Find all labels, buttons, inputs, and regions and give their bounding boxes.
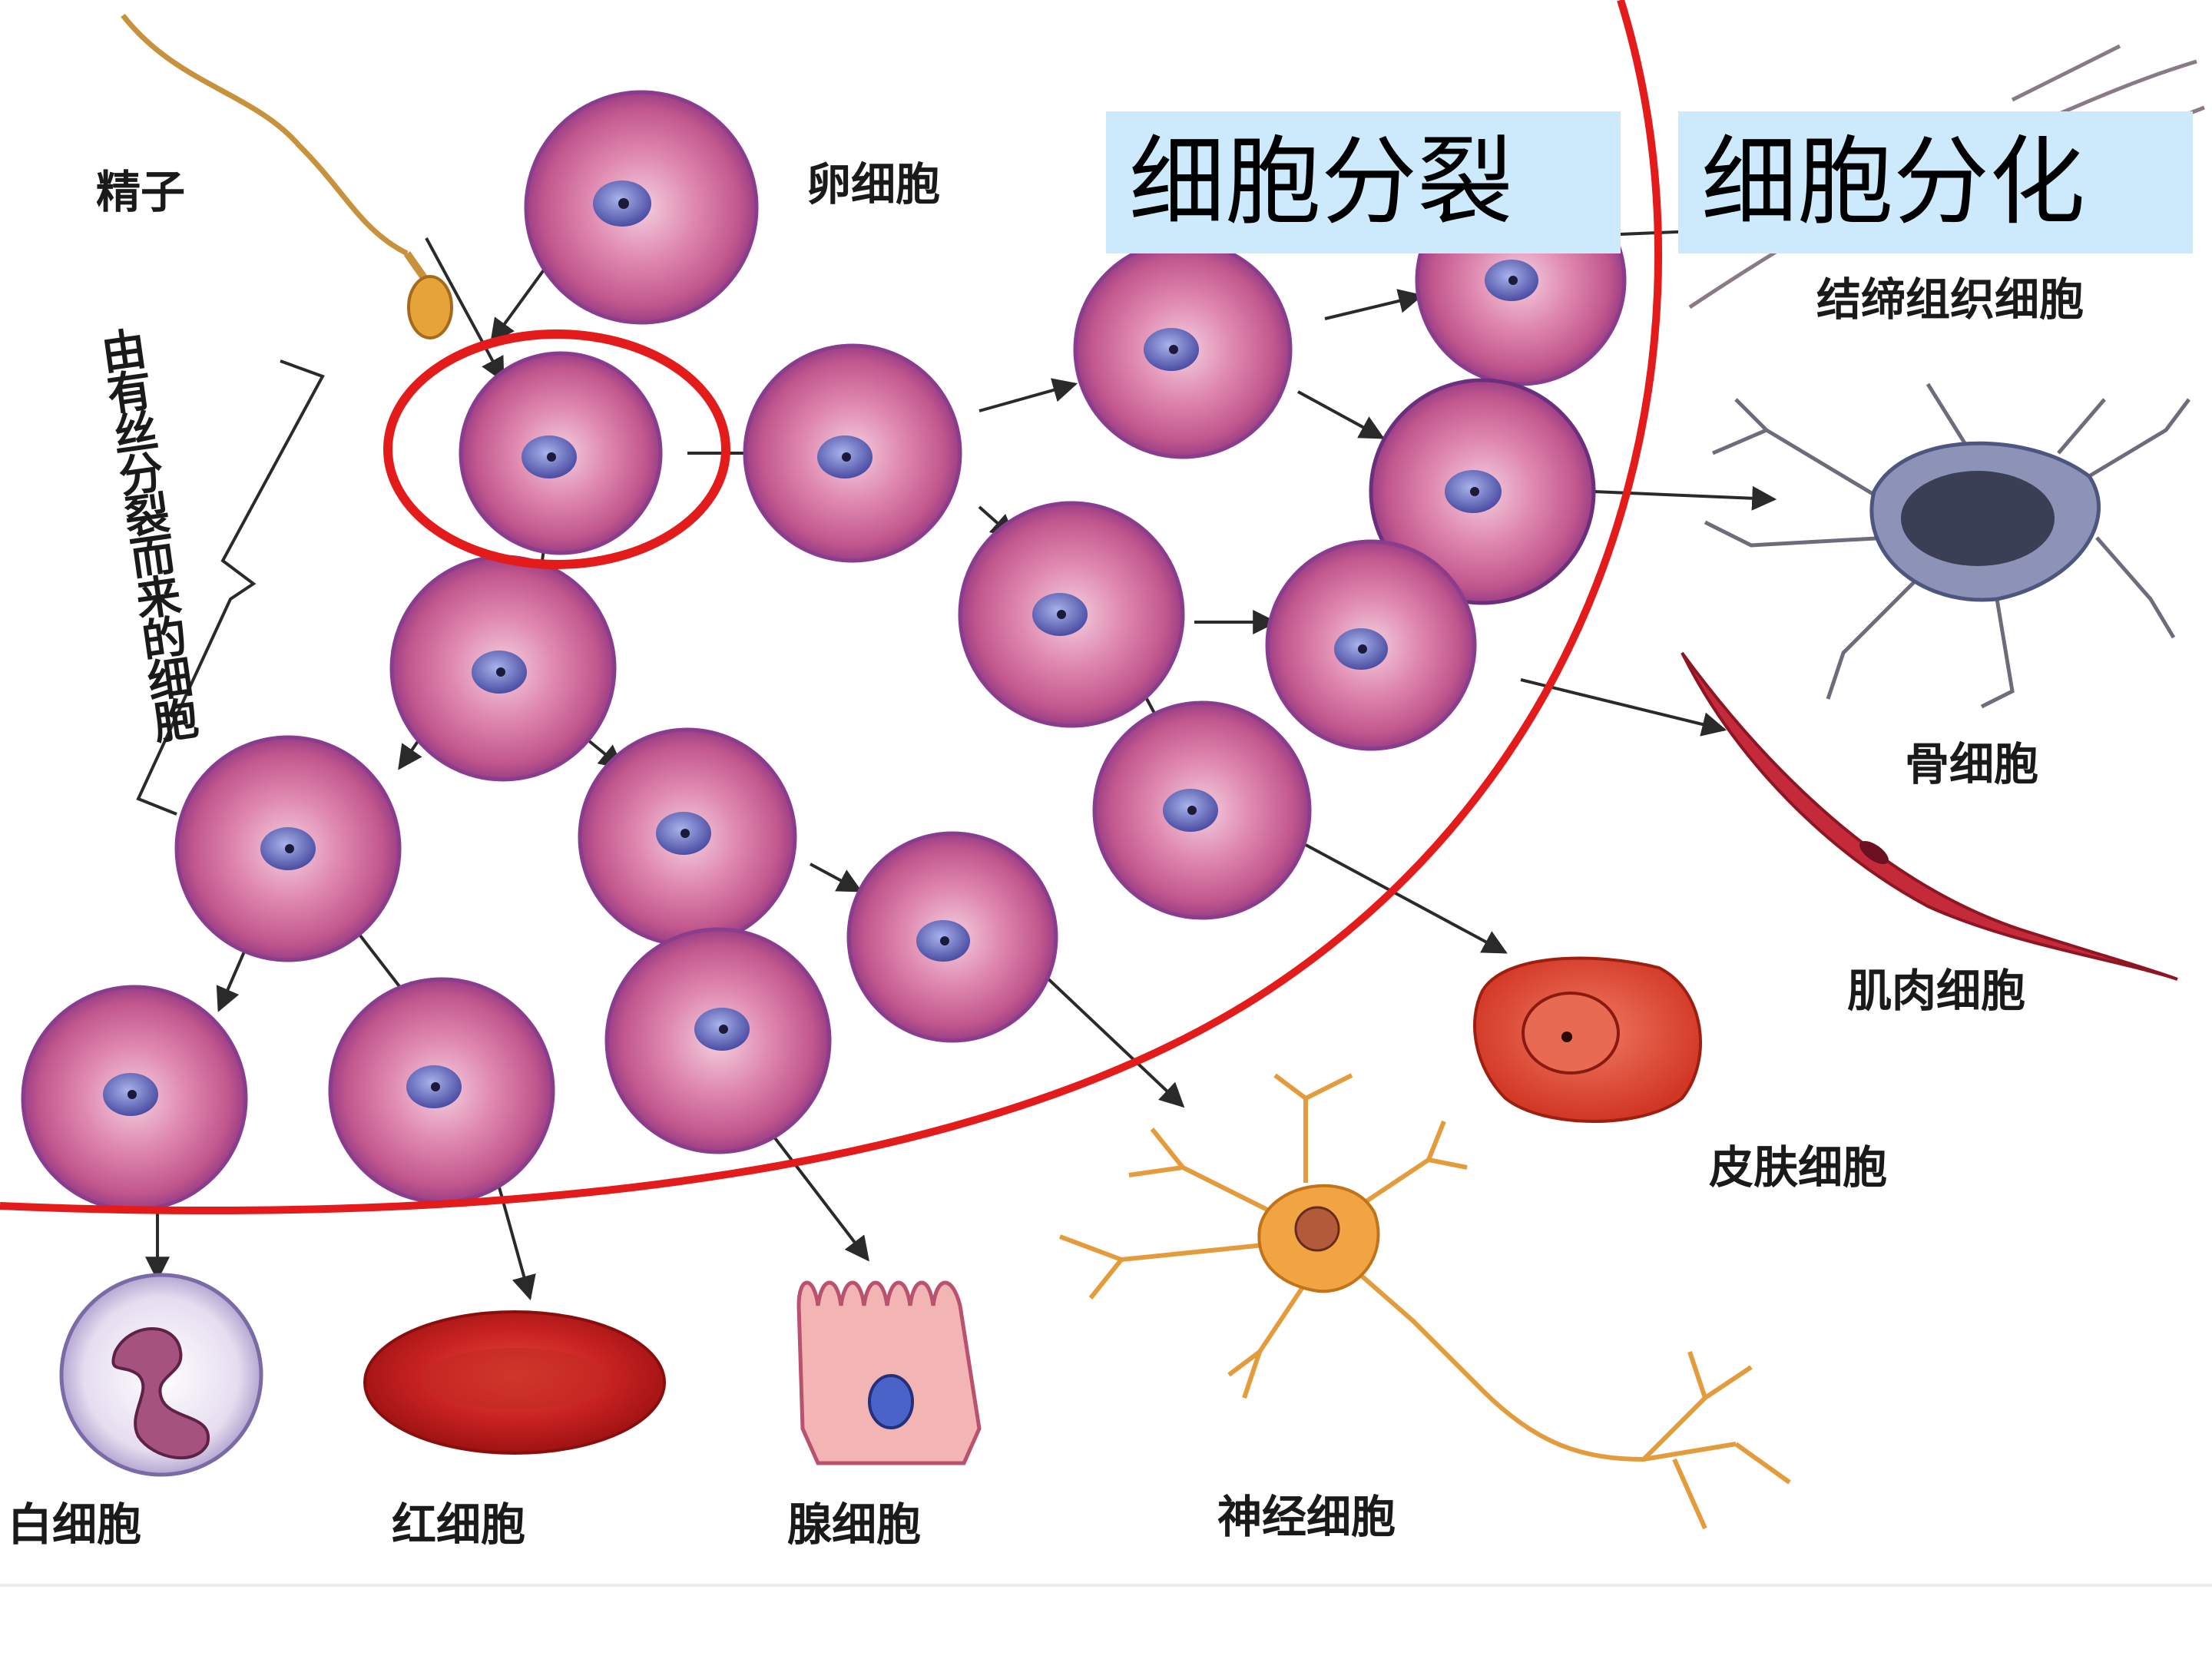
highlight-ellipse [383, 329, 730, 569]
bottom-divider [0, 1584, 2212, 1587]
label-red-blood: 红细胞 [392, 1498, 525, 1551]
division-label-box [1106, 111, 1621, 253]
sperm-cell [121, 13, 453, 339]
stem-cells [21, 90, 1627, 1212]
egg-cell [524, 90, 759, 325]
label-egg: 卵细胞 [806, 158, 940, 210]
label-nerve: 神经细胞 [1217, 1491, 1396, 1543]
label-gland: 腺细胞 [787, 1498, 921, 1551]
differentiation-label: 细胞分化 [1701, 127, 2085, 238]
bone-cell [1704, 382, 2190, 709]
label-connective-tissue: 结缔组织细胞 [1816, 273, 2084, 326]
division-boundary-curve [0, 0, 1663, 1215]
label-white-blood: 白细胞 [8, 1498, 141, 1551]
label-sperm: 精子 [96, 166, 185, 218]
red-blood-cell [363, 1310, 666, 1455]
muscle-cell [1681, 651, 2178, 981]
label-muscle: 肌肉细胞 [1847, 965, 2025, 1017]
skin-cell [1473, 956, 1702, 1123]
nerve-cell [1058, 1073, 1791, 1530]
division-label: 细胞分裂 [1129, 127, 1513, 238]
gland-cell [796, 1280, 982, 1465]
label-bone: 骨细胞 [1905, 738, 2038, 790]
differentiation-label-box [1678, 111, 2193, 253]
mitosis-bracket [136, 359, 325, 816]
cell-circled [459, 351, 663, 555]
label-skin: 皮肤细胞 [1709, 1141, 1887, 1194]
white-blood-cell [59, 1273, 263, 1477]
